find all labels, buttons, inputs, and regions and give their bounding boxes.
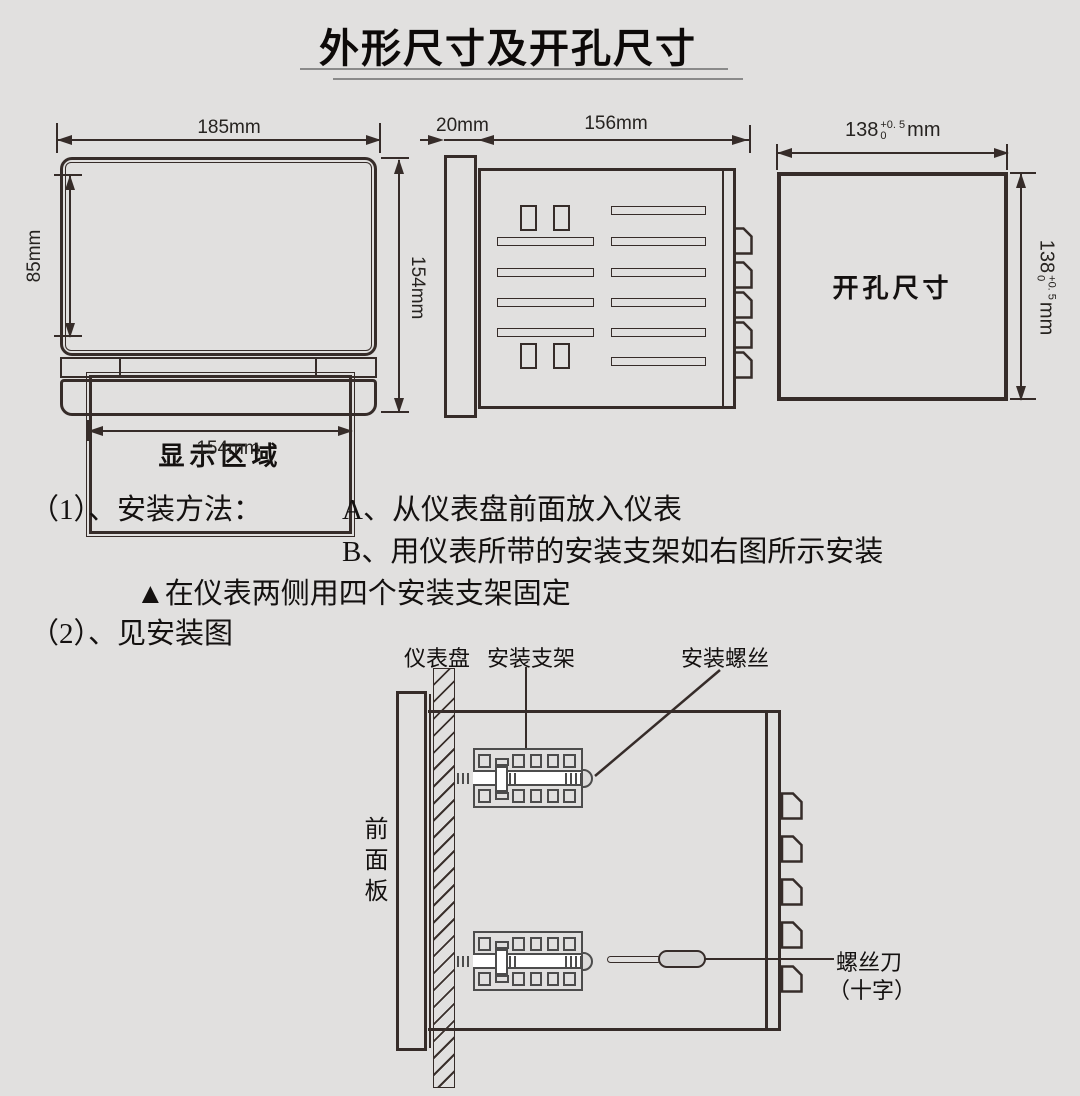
panel-label: 仪表盘 xyxy=(404,646,471,671)
instrument-panel-wall xyxy=(433,668,455,1088)
vent-slot xyxy=(611,268,706,277)
screwdriver-shaft xyxy=(607,956,661,963)
side-view-body xyxy=(478,168,736,409)
screw-thread xyxy=(565,956,581,967)
mounting-clip xyxy=(733,291,753,319)
dim-arrow-20-left xyxy=(428,135,444,145)
vent-slot xyxy=(497,328,594,337)
front-view-bottom-bar xyxy=(60,379,377,416)
bracket-leader-line xyxy=(525,667,527,748)
install-body-right-outer xyxy=(778,710,781,1031)
bracket-clamp xyxy=(495,949,508,975)
front-panel-bezel xyxy=(396,691,427,1051)
install-body-top xyxy=(428,710,780,713)
screw-head xyxy=(581,769,593,788)
dim-line-85 xyxy=(69,176,71,337)
front-view-body xyxy=(60,157,377,356)
screwdriver-handle xyxy=(658,950,706,968)
screw-thread xyxy=(457,956,472,967)
front-view-button-strip xyxy=(60,357,377,378)
bracket-label: 安装支架 xyxy=(487,646,576,671)
vent-square xyxy=(520,343,537,369)
vent-slot xyxy=(611,237,706,246)
dim-label-154-right: 154mm xyxy=(407,256,428,320)
vent-slot xyxy=(497,237,594,246)
front-panel-label: 前面板 xyxy=(360,816,386,909)
vent-slot xyxy=(611,298,706,307)
cutout-label: 开孔尺寸 xyxy=(832,274,953,303)
instruction-step-b: B、用仪表所带的安装支架如右图所示安装 xyxy=(342,536,884,568)
mounting-bracket-bottom xyxy=(457,931,593,991)
screw-head xyxy=(581,952,593,971)
screwdriver-label: 螺丝刀 xyxy=(836,950,903,975)
instruction-item2: （2）、见安装图 xyxy=(30,618,234,650)
vent-slot xyxy=(611,357,706,366)
display-area-label: 显示区域 xyxy=(158,442,283,471)
vent-slot xyxy=(611,328,706,337)
mounting-clip xyxy=(781,792,803,820)
title-underline-1 xyxy=(300,68,728,70)
mounting-clip xyxy=(781,921,803,949)
screw-thread xyxy=(457,773,472,784)
dim-arrow-156-left xyxy=(478,135,494,145)
dim-line-154-right xyxy=(398,160,400,412)
title-underline-2 xyxy=(333,78,743,80)
screw-thread xyxy=(509,956,519,967)
dim-arrow-156-right xyxy=(732,135,748,145)
mounting-clip xyxy=(733,351,753,379)
screw-thread xyxy=(565,773,581,784)
dim-tail-20 xyxy=(420,139,434,141)
screw-thread xyxy=(509,773,519,784)
dim-line-185 xyxy=(58,139,380,141)
dim-label-154-bottom: 154mm xyxy=(196,438,260,459)
mounting-bracket-top xyxy=(457,748,593,808)
mounting-clip xyxy=(781,878,803,906)
vent-square xyxy=(553,343,570,369)
ext-line-154r-top xyxy=(381,157,409,159)
dim-label-185: 185mm xyxy=(197,117,261,138)
strip-divider-right xyxy=(315,357,317,378)
vent-square xyxy=(520,205,537,231)
instruction-item1: （1）、安装方法： xyxy=(30,494,263,526)
mounting-clip xyxy=(733,227,753,255)
screw-leader-line xyxy=(594,669,721,777)
mounting-clip xyxy=(733,261,753,289)
vent-slot xyxy=(497,298,594,307)
side-view-front-flange xyxy=(444,155,477,418)
mounting-clip xyxy=(781,835,803,863)
side-view-rear-panel-line xyxy=(722,171,724,406)
vent-square xyxy=(553,205,570,231)
dim-line-138-top xyxy=(778,152,1008,154)
mounting-clip xyxy=(781,965,803,993)
vent-slot xyxy=(611,206,706,215)
vent-slot xyxy=(497,268,594,277)
ext-line-156-right xyxy=(749,125,751,153)
dim-label-20: 20mm xyxy=(436,115,489,136)
instruction-note: ▲在仪表两侧用四个安装支架固定 xyxy=(136,578,571,610)
cutout-square: 开孔尺寸 xyxy=(777,172,1008,401)
front-panel-bezel-inner-line xyxy=(429,694,431,1048)
bracket-clamp xyxy=(495,766,508,792)
screwdriver-type-label: （十字） xyxy=(828,978,917,1003)
dim-line-154-bottom xyxy=(89,430,352,432)
install-body-bottom xyxy=(428,1028,780,1031)
page-title: 外形尺寸及开孔尺寸 xyxy=(319,26,697,72)
install-body-right-inner xyxy=(765,710,768,1031)
dim-line-138-right xyxy=(1020,174,1022,400)
dim-label-156: 156mm xyxy=(584,113,648,134)
instruction-step-a: A、从仪表盘前面放入仪表 xyxy=(342,494,682,526)
screwdriver-leader-line xyxy=(704,958,834,960)
screw-label: 安装螺丝 xyxy=(681,646,770,671)
strip-divider-left xyxy=(119,357,121,378)
dim-line-156 xyxy=(444,139,749,141)
dim-label-85: 85mm xyxy=(24,229,45,283)
mounting-clip xyxy=(733,321,753,349)
